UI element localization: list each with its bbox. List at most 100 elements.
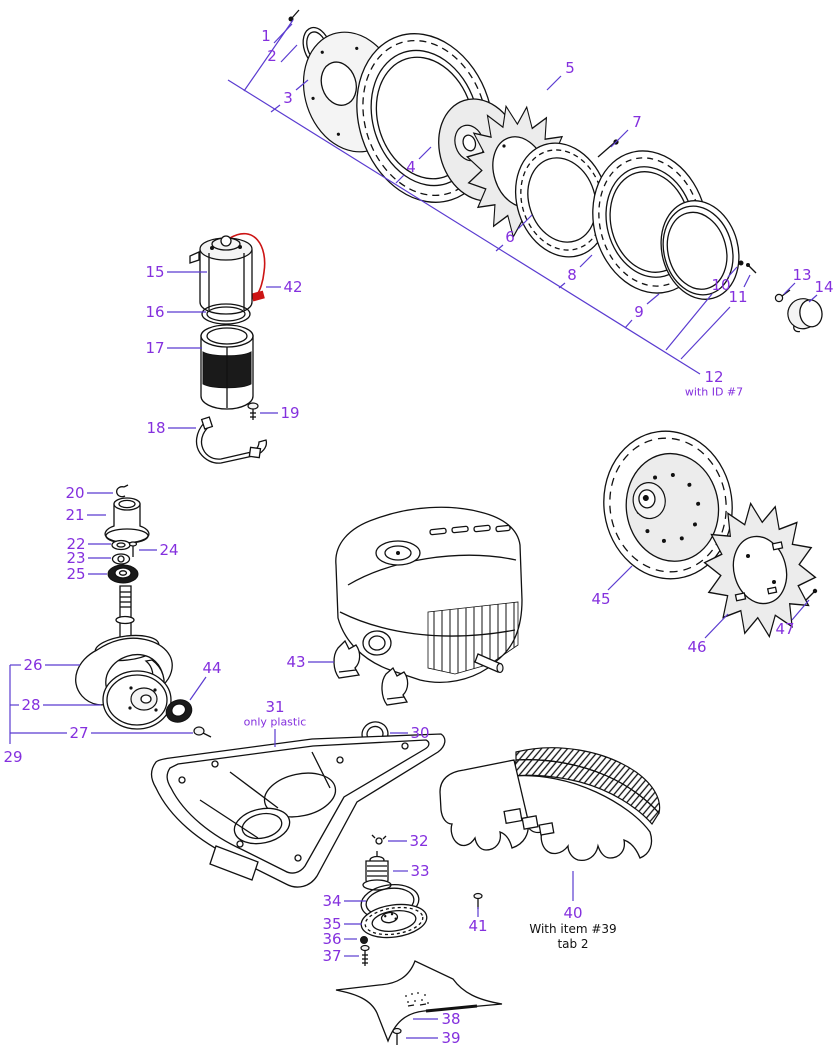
callout-7-leader bbox=[610, 129, 629, 148]
callout-1: 1 bbox=[261, 27, 271, 45]
part-46-spiked-disc bbox=[703, 501, 817, 639]
callout-20: 20 bbox=[65, 484, 84, 502]
callout-39: 39 bbox=[441, 1029, 460, 1047]
wheel-explosion-group bbox=[288, 9, 823, 333]
caster-assembly-group bbox=[75, 484, 212, 738]
part-35-gear-ring bbox=[360, 903, 428, 939]
callout-33: 33 bbox=[410, 862, 429, 880]
part-31-chassis-pan bbox=[150, 733, 446, 888]
callout-11-leader bbox=[743, 274, 751, 288]
callout-4-leader bbox=[395, 174, 405, 184]
callout-4: 4 bbox=[406, 158, 416, 176]
callout-31: 31 bbox=[265, 698, 284, 716]
part-39-screw bbox=[392, 1027, 402, 1045]
part-27-screw bbox=[193, 726, 212, 738]
part-1-pin bbox=[288, 9, 300, 22]
callout-45-leader bbox=[607, 565, 633, 591]
callout-15: 15 bbox=[145, 263, 164, 281]
callout-46: 46 bbox=[687, 638, 706, 656]
callout-29: 29 bbox=[3, 748, 22, 766]
callout-7: 7 bbox=[632, 113, 642, 131]
callout-9-leader bbox=[646, 293, 660, 305]
callout-47-leader bbox=[791, 599, 810, 621]
callout-8-leader bbox=[579, 254, 593, 268]
engine-body-group bbox=[333, 506, 523, 706]
part-45-wheel bbox=[603, 430, 733, 580]
callout-36: 36 bbox=[322, 930, 341, 948]
part-38-blade bbox=[335, 960, 503, 1043]
callout-28: 28 bbox=[21, 696, 40, 714]
chassis-pan-group bbox=[150, 721, 446, 966]
callout-11: 11 bbox=[728, 288, 747, 306]
part-14-cap bbox=[787, 298, 823, 333]
part-24-pin bbox=[128, 541, 138, 557]
note-1: only plastic bbox=[244, 716, 307, 729]
part-28-caster-wheel bbox=[102, 670, 172, 730]
callout-1-leader bbox=[273, 23, 293, 44]
part-41-screw bbox=[473, 892, 483, 909]
part-10-dot bbox=[738, 260, 744, 266]
callout-10-leader bbox=[727, 266, 738, 278]
part-43-bracket-a bbox=[333, 639, 361, 679]
part-16-oring bbox=[201, 303, 251, 325]
callout-43: 43 bbox=[286, 653, 305, 671]
callout-40: 40 bbox=[563, 904, 582, 922]
part-40-shell-right-wing bbox=[513, 774, 653, 862]
callout-6-leader bbox=[495, 244, 504, 252]
callout-5: 5 bbox=[565, 59, 575, 77]
callout-21: 21 bbox=[65, 506, 84, 524]
part-6-tread-ring bbox=[514, 142, 610, 258]
callout-35: 35 bbox=[322, 915, 341, 933]
engine-fins bbox=[427, 601, 519, 675]
callout-30: 30 bbox=[410, 724, 429, 742]
callout-3: 3 bbox=[283, 89, 293, 107]
callout-18: 18 bbox=[146, 419, 165, 437]
part-17-filter bbox=[200, 324, 254, 410]
callout-24: 24 bbox=[159, 541, 178, 559]
callout-13-leader bbox=[783, 282, 796, 295]
callout-3-leader bbox=[270, 104, 281, 113]
callout-23: 23 bbox=[66, 549, 85, 567]
callout-5-leader bbox=[546, 75, 562, 91]
part-13-screw bbox=[774, 289, 791, 303]
callout-4-leader bbox=[418, 146, 432, 160]
callout-27: 27 bbox=[69, 724, 88, 742]
callout-32: 32 bbox=[409, 832, 428, 850]
part-40-shell-left-wing bbox=[439, 759, 530, 851]
rear-wheel-group bbox=[603, 430, 818, 639]
callout-44-leader bbox=[189, 676, 207, 701]
part-32-clip bbox=[371, 834, 387, 845]
note-2: With item #39 bbox=[529, 922, 616, 936]
engine-port bbox=[362, 630, 392, 656]
note-3: tab 2 bbox=[557, 937, 588, 951]
callout-41: 41 bbox=[468, 917, 487, 935]
part-9-rim bbox=[660, 200, 740, 300]
callout-2: 2 bbox=[267, 47, 277, 65]
callout-13: 13 bbox=[792, 266, 811, 284]
callout-14: 14 bbox=[814, 278, 833, 296]
part-47-screw bbox=[805, 588, 818, 601]
callout-8-leader bbox=[558, 282, 566, 289]
callout-10: 10 bbox=[711, 276, 730, 294]
part-21-bushing bbox=[104, 497, 150, 544]
part-22-washer bbox=[111, 539, 131, 551]
callout-9: 9 bbox=[634, 303, 644, 321]
callout-3-leader bbox=[295, 79, 309, 91]
part-18-strap bbox=[195, 416, 268, 464]
part-25-bearing bbox=[107, 564, 139, 584]
callout-14-leader bbox=[808, 294, 818, 303]
callout-37: 37 bbox=[322, 947, 341, 965]
shell-hinge-blocks bbox=[503, 807, 555, 836]
callout-45: 45 bbox=[591, 590, 610, 608]
part-36-nut bbox=[360, 936, 368, 944]
part-43-bracket-b bbox=[381, 666, 409, 706]
callout-19: 19 bbox=[280, 404, 299, 422]
callout-25: 25 bbox=[66, 565, 85, 583]
callout-26: 26 bbox=[23, 656, 42, 674]
callout-46-leader bbox=[704, 613, 729, 639]
part-11-pin bbox=[746, 263, 757, 274]
callout-42: 42 bbox=[283, 278, 302, 296]
part-15-motor bbox=[189, 235, 253, 315]
